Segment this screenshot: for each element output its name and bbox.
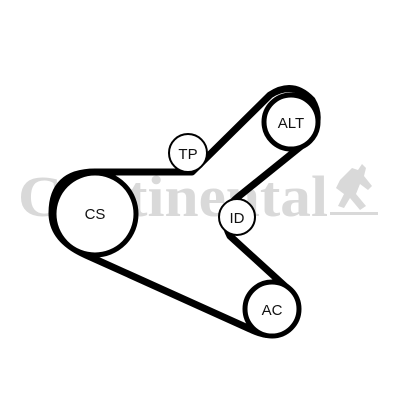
- pulley-alt-label: ALT: [278, 115, 304, 132]
- pulley-ac-label: AC: [262, 302, 283, 319]
- pulley-tp: TP: [168, 133, 208, 173]
- horse-logo-icon: [330, 164, 378, 215]
- pulley-cs: CS: [51, 170, 139, 258]
- pulley-ac: AC: [242, 279, 302, 339]
- pulley-alt: ALT: [261, 92, 321, 152]
- pulley-tp-label: TP: [178, 146, 197, 163]
- pulley-id: ID: [218, 198, 256, 236]
- pulley-cs-label: CS: [85, 206, 106, 223]
- pulley-id-label: ID: [230, 210, 245, 227]
